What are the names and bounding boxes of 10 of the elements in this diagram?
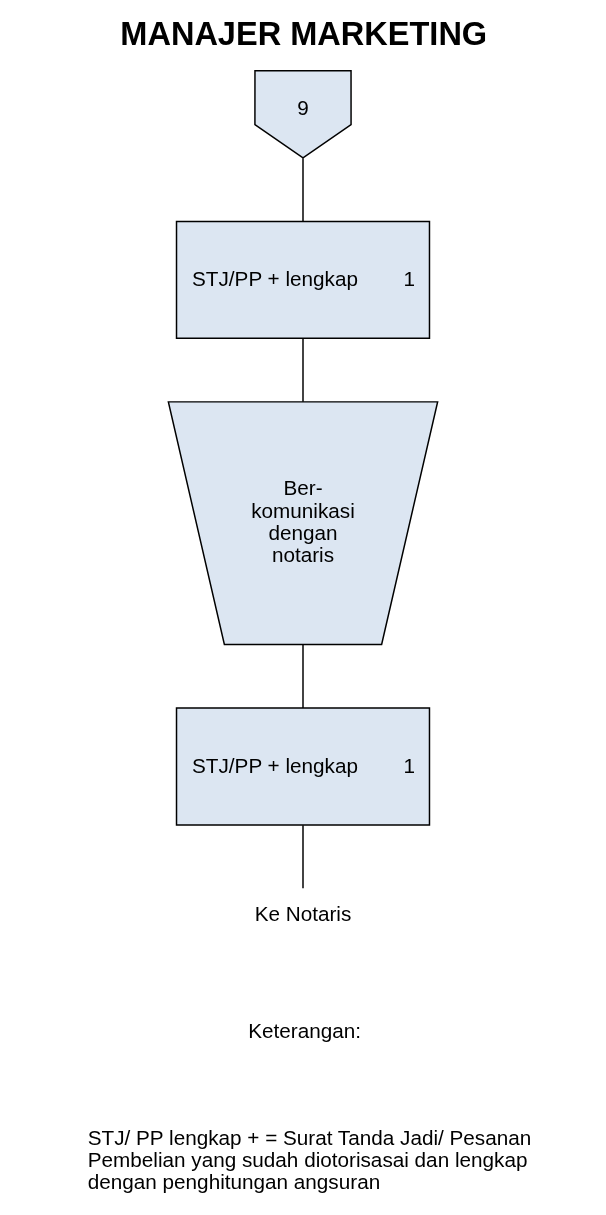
node-box: STJ/PP + lengkap 1: [175, 220, 431, 339]
connector: [302, 157, 304, 222]
label: STJ/ PP lengkap + = Surat Tanda Jadi/ Pesanan Pembelian yang sudah diotorisasai dan lengkap dengan penghitungan angsuran: [87, 1125, 532, 1194]
node-box: STJ/PP + lengkap 1: [175, 707, 431, 826]
label: Keterangan:: [248, 1018, 362, 1042]
connector: [302, 337, 304, 403]
diagram-title: MANAJER MARKETING: [120, 15, 488, 52]
connector: [302, 824, 304, 889]
node-text: Ke Notaris: [254, 901, 352, 925]
connector: [302, 644, 304, 709]
